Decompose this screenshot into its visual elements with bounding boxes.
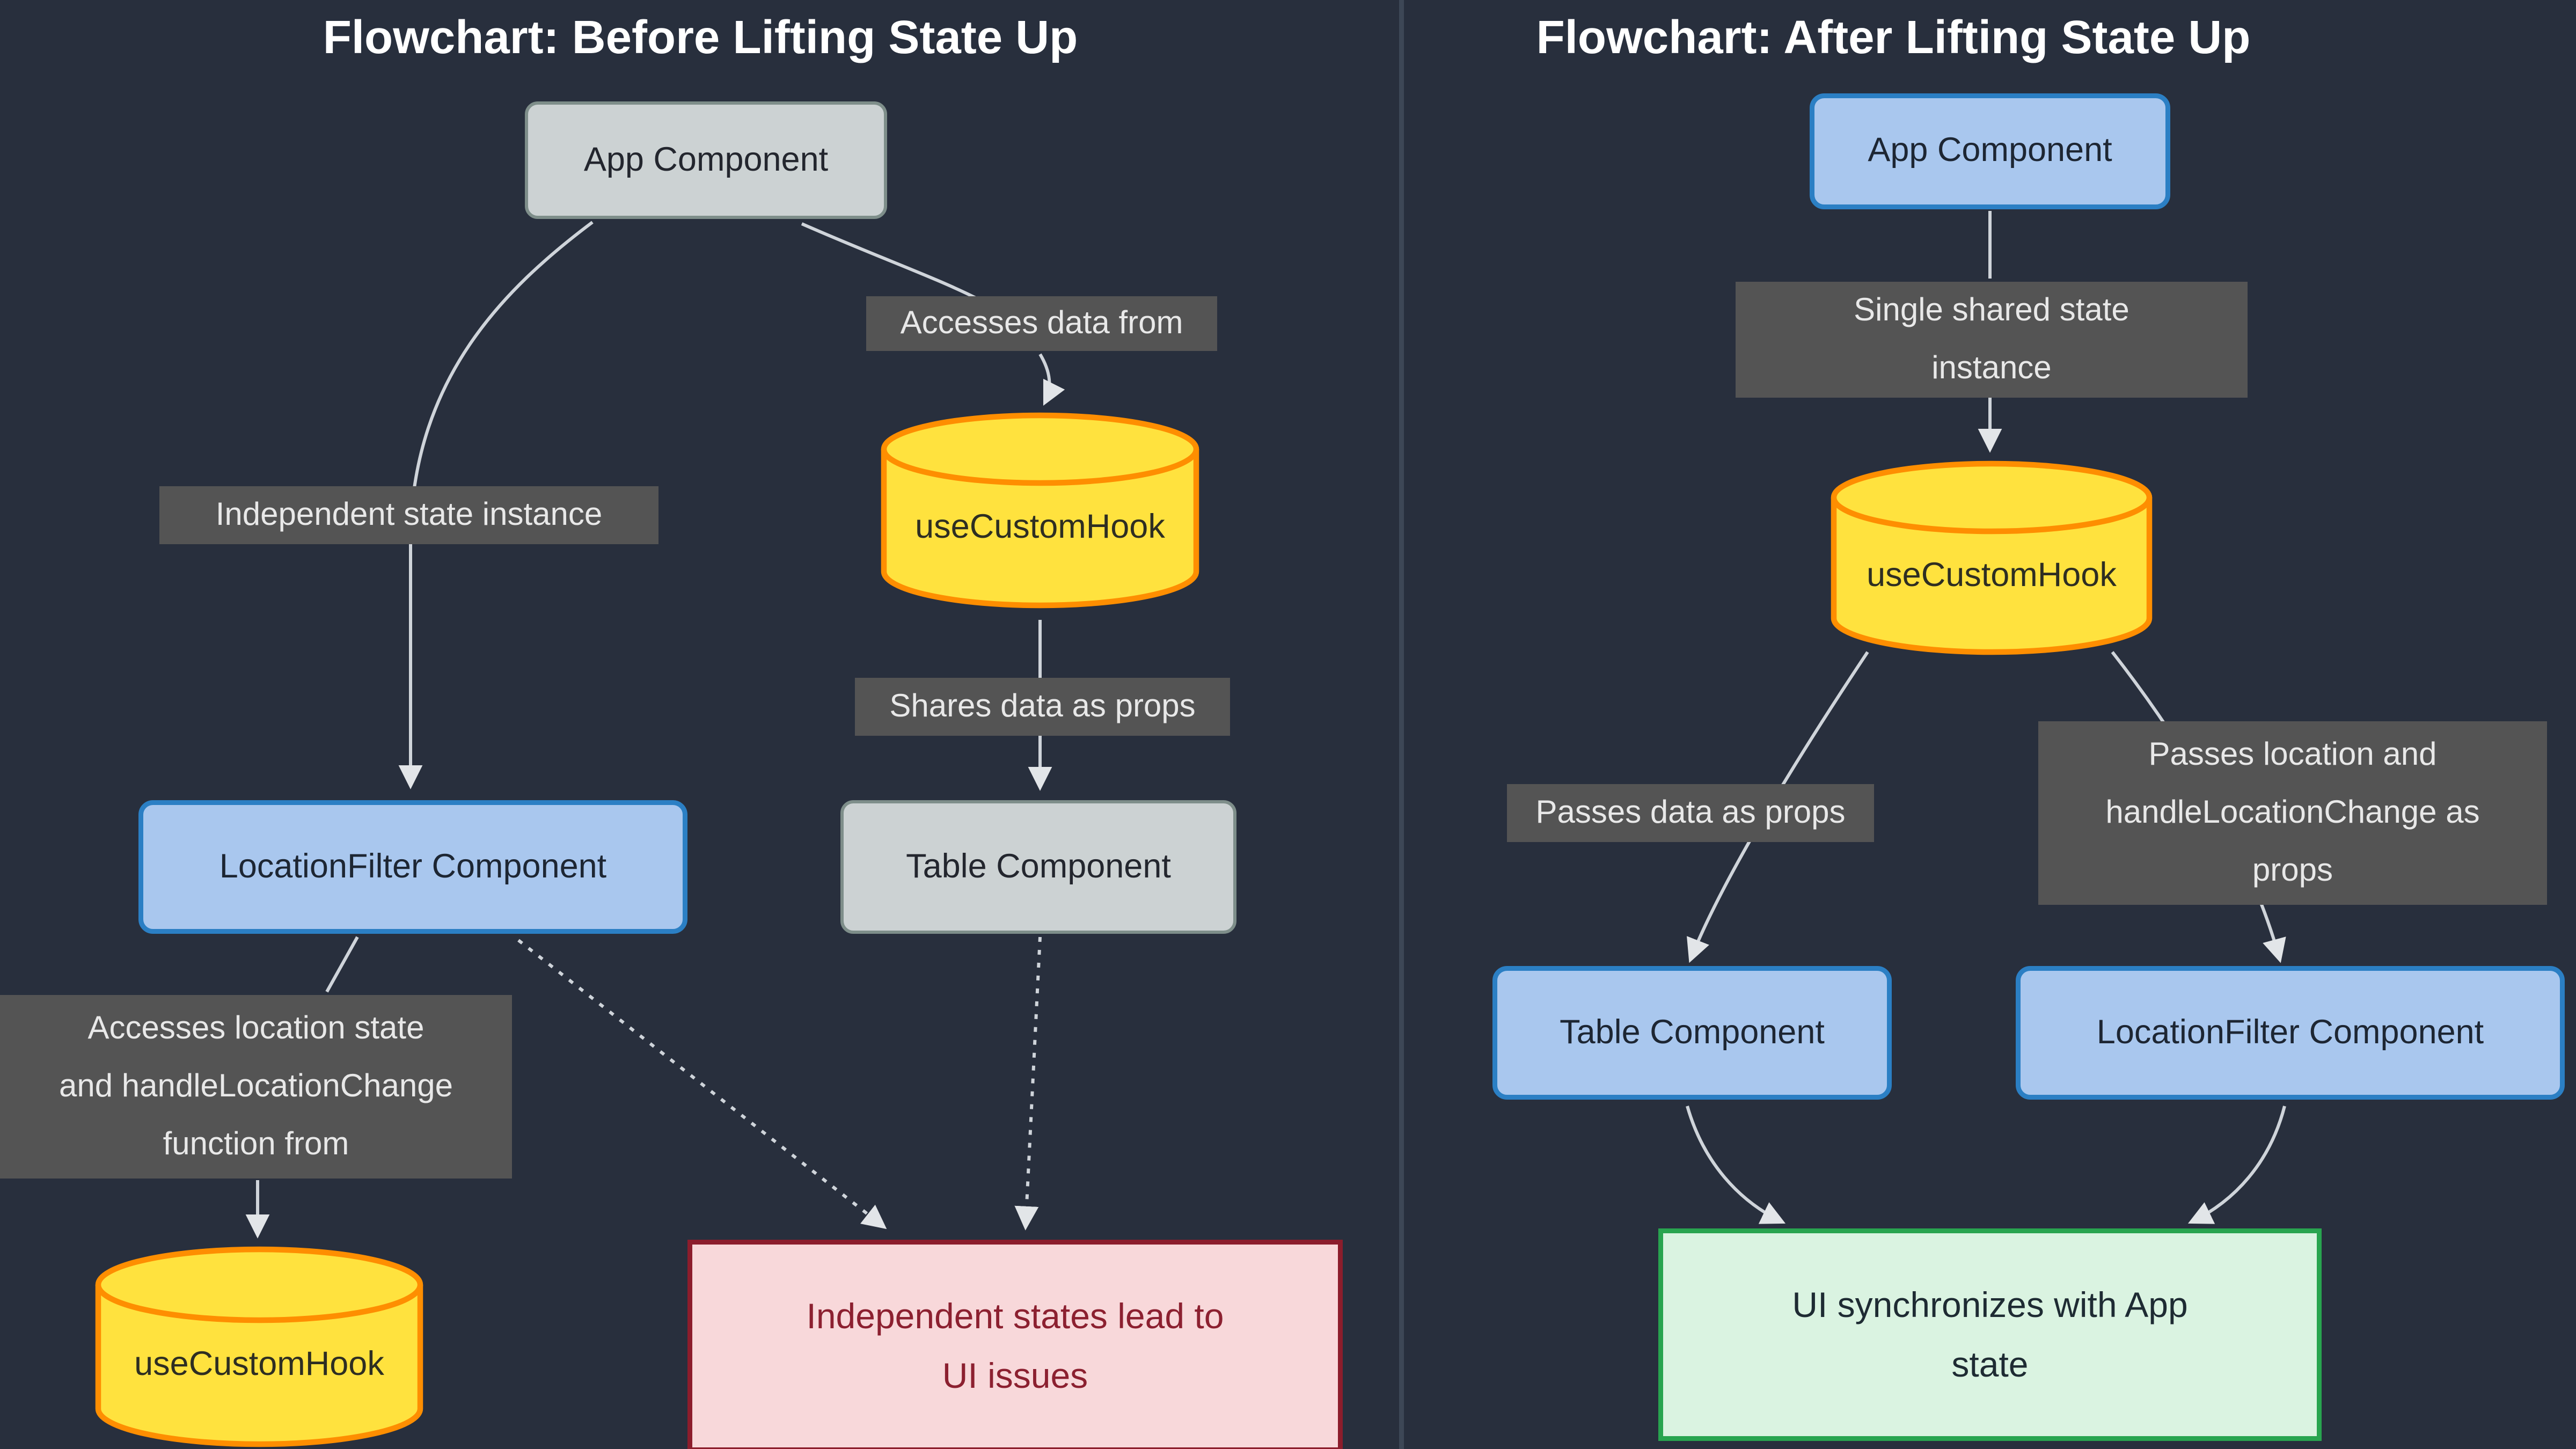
node-label: UI synchronizes with App state [1792, 1285, 2188, 1385]
edge-label-shares-data-as-props: Shares data as props [855, 678, 1230, 736]
node-label: App Component [1868, 132, 2112, 169]
node-label: Table Component [906, 847, 1171, 885]
edge-table-to-issue-dotted [1014, 936, 1042, 1231]
edge-label-to-hook-top [1038, 353, 1065, 406]
node-label: LocationFilter Component [2096, 1013, 2484, 1051]
node-table-component-before: Table Component [840, 800, 1236, 934]
node-usecustomhook-db-after: useCustomHook [1829, 457, 2154, 660]
node-label: Table Component [1560, 1013, 1825, 1051]
edge-locationfilter-to-accesses-location-label [325, 936, 359, 993]
database-cylinder-icon [95, 1246, 423, 1447]
edge-app-to-locationfilter [398, 221, 594, 789]
edge-table-to-sync [1686, 1106, 1786, 1224]
edge-label-single-shared-state: Single shared state instance [1736, 282, 2248, 398]
node-label: useCustomHook [915, 509, 1165, 546]
edge-label-independent-state-instance: Independent state instance [159, 486, 658, 544]
title-after-lifting: Flowchart: After Lifting State Up [1536, 13, 2251, 64]
node-label: useCustomHook [1867, 557, 2117, 594]
title-before-lifting: Flowchart: Before Lifting State Up [323, 13, 1078, 64]
node-label: Independent states lead to UI issues [806, 1296, 1224, 1396]
edge-label-passes-location: Passes location and handleLocationChange… [2038, 721, 2547, 905]
edge-locationfilter-to-issue-dotted [517, 939, 887, 1230]
edge-label-accesses-location-state: Accesses location state and handleLocati… [0, 995, 512, 1179]
node-usecustomhook-db-bottom: useCustomHook [93, 1243, 425, 1449]
edge-locationfilter-to-sync [2187, 1106, 2286, 1224]
database-cylinder-icon [1831, 460, 2153, 655]
node-locationfilter-component-before: LocationFilter Component [138, 800, 687, 934]
node-label: App Component [583, 141, 829, 178]
node-ui-synchronizes: UI synchronizes with App state [1658, 1228, 2322, 1441]
node-usecustomhook-db-top: useCustomHook [879, 409, 1201, 615]
node-locationfilter-component-after: LocationFilter Component [2016, 966, 2565, 1100]
edge-label-accesses-data-from: Accesses data from [866, 296, 1217, 351]
panel-divider [1399, 0, 1404, 1449]
edge-app-to-accesses-data-label [801, 222, 977, 299]
node-label: useCustomHook [134, 1346, 384, 1383]
node-table-component-after: Table Component [1492, 966, 1892, 1100]
database-cylinder-icon [881, 412, 1199, 609]
edge-label-passes-data-as-props: Passes data as props [1507, 784, 1874, 842]
node-label: LocationFilter Component [219, 847, 607, 885]
node-app-component-before: App Component [525, 101, 887, 219]
node-app-component-after: App Component [1810, 93, 2170, 209]
node-independent-states-issue: Independent states lead to UI issues [687, 1240, 1343, 1449]
